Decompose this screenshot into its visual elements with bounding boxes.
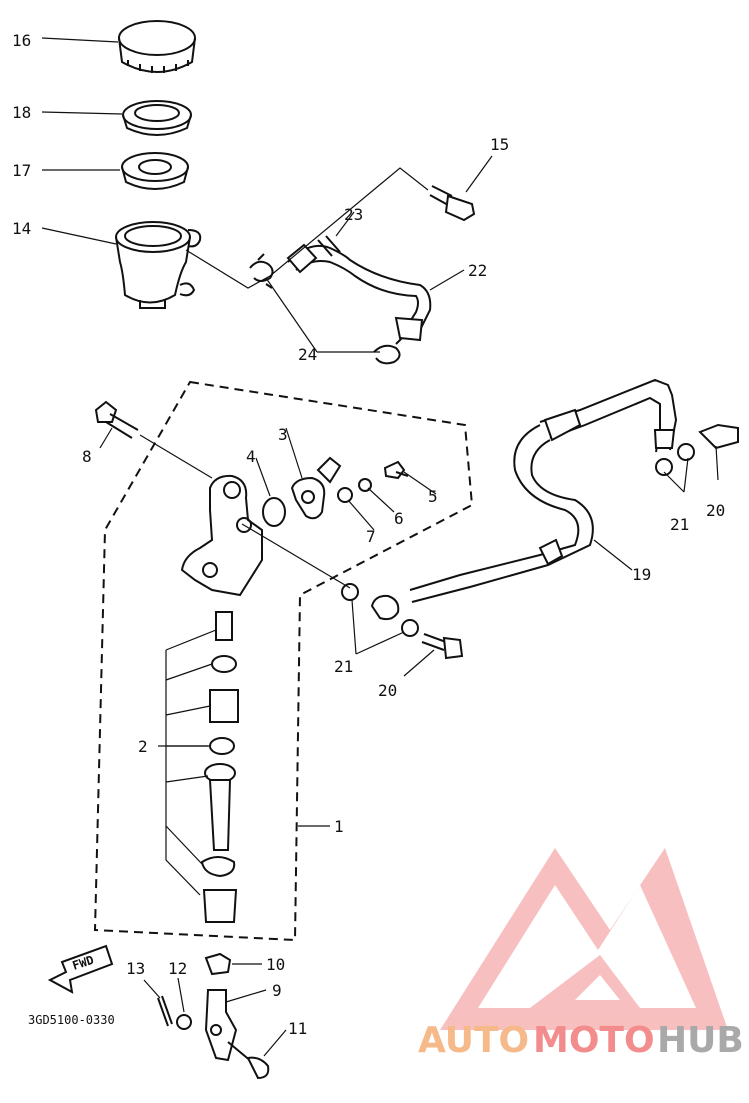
label-14: 14 — [12, 219, 31, 238]
label-15: 15 — [490, 135, 509, 154]
part-14-reservoir — [115, 221, 202, 309]
label-23: 23 — [344, 205, 363, 224]
part-3-fitting — [290, 456, 342, 520]
part-19-brake-hose — [370, 378, 678, 621]
label-24: 24 — [298, 345, 317, 364]
part-20-bolt-right — [698, 423, 739, 450]
label-9: 9 — [272, 981, 282, 1000]
label-18: 18 — [12, 103, 31, 122]
part-16-cap — [118, 20, 196, 73]
diagram-code: 3GD5100-0330 — [28, 1013, 115, 1027]
label-19: 19 — [632, 565, 651, 584]
assembly-boundary — [93, 380, 474, 942]
label-16: 16 — [12, 31, 31, 50]
fwd-label: FWD — [71, 953, 96, 973]
fwd-arrow: FWD — [47, 944, 114, 994]
label-21-right: 21 — [670, 515, 689, 534]
part-2-piston-kit — [200, 611, 239, 923]
label-11: 11 — [288, 1019, 307, 1038]
label-7: 7 — [366, 527, 376, 546]
label-22: 22 — [468, 261, 487, 280]
part-8-bolt — [94, 400, 139, 439]
part-10-nut — [204, 952, 232, 976]
part-6-washer — [358, 478, 372, 492]
part-labels: 16 18 17 14 15 23 22 24 8 3 4 5 6 7 21 2… — [12, 31, 725, 1038]
label-8: 8 — [82, 447, 92, 466]
part-13-cotter-pin — [157, 995, 173, 1027]
part-7-washer — [337, 487, 353, 503]
label-13: 13 — [126, 959, 145, 978]
part-21-washer-left — [341, 583, 359, 601]
label-20-right: 20 — [706, 501, 725, 520]
part-5-screw — [383, 460, 409, 480]
part-21-washer-bottom — [401, 619, 419, 637]
part-18-diaphragm — [122, 100, 192, 136]
label-4: 4 — [246, 447, 256, 466]
label-12: 12 — [168, 959, 187, 978]
part-15-bolt — [429, 185, 476, 222]
label-5: 5 — [428, 487, 438, 506]
part-4-o-ring — [262, 497, 286, 527]
label-20-bottom: 20 — [378, 681, 397, 700]
watermark-auto: AUTO — [418, 1020, 529, 1061]
watermark-logo — [440, 848, 728, 1030]
master-cylinder-body — [180, 474, 263, 597]
part-21-washer-right-b — [655, 458, 673, 476]
part-20-bolt-bottom — [421, 633, 464, 660]
leader-lines — [41, 37, 719, 1057]
label-10: 10 — [266, 955, 285, 974]
part-21-washer-right-a — [677, 443, 695, 461]
watermark-hub: HUB — [657, 1020, 744, 1061]
part-11-pin — [227, 1041, 270, 1080]
part-22-hose — [286, 235, 432, 342]
label-17: 17 — [12, 161, 31, 180]
watermark-text: AUTO MOTO HUB — [418, 1020, 744, 1061]
part-17-plate — [121, 152, 189, 190]
label-6: 6 — [394, 509, 404, 528]
part-24-clips — [249, 253, 403, 365]
label-21-bottom: 21 — [334, 657, 353, 676]
label-2: 2 — [138, 737, 148, 756]
watermark-moto: MOTO — [533, 1020, 655, 1061]
label-1: 1 — [334, 817, 344, 836]
label-3: 3 — [278, 425, 288, 444]
part-12-washer — [176, 1014, 192, 1030]
